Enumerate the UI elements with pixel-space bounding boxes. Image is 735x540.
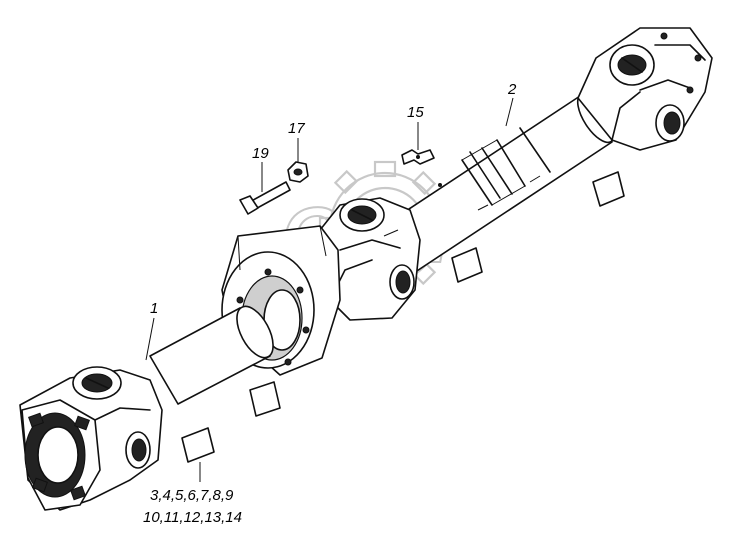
- front-universal-joint: [19, 366, 163, 511]
- label-parts-group-line2: 10,11,12,13,14: [143, 509, 242, 526]
- flange-coupling: [221, 225, 341, 376]
- label-part-1: 1: [150, 300, 158, 317]
- leader-2: [505, 97, 514, 127]
- bolt-19: [239, 181, 291, 215]
- label-part-15: 15: [407, 104, 424, 121]
- balance-plate-c: [249, 381, 281, 417]
- leader-1: [145, 317, 155, 361]
- label-part-17: 17: [288, 120, 305, 137]
- label-parts-group-line1: 3,4,5,6,7,8,9: [150, 487, 234, 504]
- rear-universal-joint: [577, 27, 713, 151]
- front-shaft-tube: [149, 305, 274, 405]
- nut-17: [287, 161, 309, 183]
- label-part-19: 19: [252, 145, 269, 162]
- balance-plate-d: [181, 427, 215, 463]
- balance-plate-a: [592, 171, 625, 207]
- middle-universal-joint: [319, 197, 421, 321]
- label-part-2: 2: [507, 81, 517, 98]
- balance-plate-b: [451, 247, 483, 283]
- clamp-15: [401, 149, 435, 165]
